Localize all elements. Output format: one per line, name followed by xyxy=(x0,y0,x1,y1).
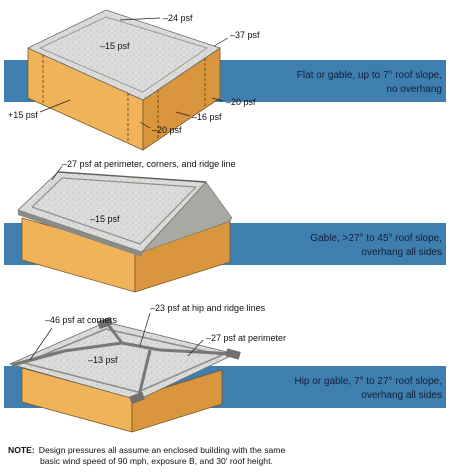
ridge-line xyxy=(63,341,123,353)
panel-gable-roof: –27 psf at perimeter, corners, and ridge… xyxy=(4,159,446,293)
label-roof-center: –13 psf xyxy=(88,355,118,365)
label-side-wall: –20 psf xyxy=(152,125,182,135)
panel-hip-roof: –46 psf at corners –23 psf at hip and ri… xyxy=(4,303,446,433)
label-hip-ridge: –23 psf at hip and ridge lines xyxy=(150,303,266,313)
caption-line-1: Gable, >27° to 45° roof slope, xyxy=(310,233,442,244)
ridge-line xyxy=(121,341,161,352)
leader-line xyxy=(51,165,63,181)
leader-line xyxy=(39,99,71,113)
label-corners: –46 psf at corners xyxy=(45,315,118,325)
footnote-line-2: basic wind speed of 90 mph, exposure B, … xyxy=(8,456,448,467)
caption-line-2: no overhang xyxy=(386,84,442,95)
label-leeward-wall: –16 psf xyxy=(192,112,222,122)
label-windward-wall: +15 psf xyxy=(8,110,38,120)
note-label: NOTE: xyxy=(8,445,35,455)
leader-line xyxy=(213,37,229,47)
perimeter-zone xyxy=(23,328,225,393)
leader-line xyxy=(139,312,151,347)
caption-line-2: overhang all sides xyxy=(361,247,442,258)
roof-edge-zone xyxy=(141,181,233,253)
label-perimeter: –27 psf at perimeter, corners, and ridge… xyxy=(62,159,236,169)
label-roof-center: –15 psf xyxy=(100,41,130,51)
panel-flat-roof: –15 psf –24 psf –37 psf +15 psf –20 psf … xyxy=(4,9,446,151)
caption-line-1: Flat or gable, up to 7° roof slope, xyxy=(297,70,442,81)
leader-line xyxy=(139,121,151,129)
corner-zone xyxy=(225,348,241,360)
corner-zone xyxy=(97,316,113,330)
note-text-1: Design pressures all assume an enclosed … xyxy=(38,445,286,455)
ridge-line xyxy=(57,171,207,183)
roof-surface xyxy=(27,9,221,101)
label-wall-corner: –20 psf xyxy=(226,97,256,107)
caption-line-1: Hip or gable, 7° to 27° roof slope, xyxy=(294,376,442,387)
side-wall xyxy=(131,369,223,433)
note-text-2: basic wind speed of 90 mph, exposure B, … xyxy=(40,456,273,466)
hip-line xyxy=(159,348,236,356)
hip-line xyxy=(136,349,152,401)
corner-zone xyxy=(129,391,145,405)
caption-line-2: overhang all sides xyxy=(361,390,442,401)
perimeter-zone xyxy=(31,177,198,245)
leader-line xyxy=(29,327,53,361)
label-perimeter: –27 psf at perimeter xyxy=(206,333,286,343)
footnote-line-1: NOTE:Design pressures all assume an encl… xyxy=(8,445,448,456)
label-roof-edge: –24 psf xyxy=(163,13,193,23)
leader-line xyxy=(119,17,161,21)
label-roof-center: –15 psf xyxy=(90,214,120,224)
leader-line xyxy=(211,97,224,102)
label-corner: –37 psf xyxy=(230,30,260,40)
leader-line xyxy=(175,111,191,117)
hip-line xyxy=(11,349,65,367)
leader-line xyxy=(187,339,204,357)
roof-edge-zone xyxy=(18,210,142,257)
roof-edge-zone xyxy=(38,16,209,93)
footnote: NOTE:Design pressures all assume an encl… xyxy=(8,445,448,467)
